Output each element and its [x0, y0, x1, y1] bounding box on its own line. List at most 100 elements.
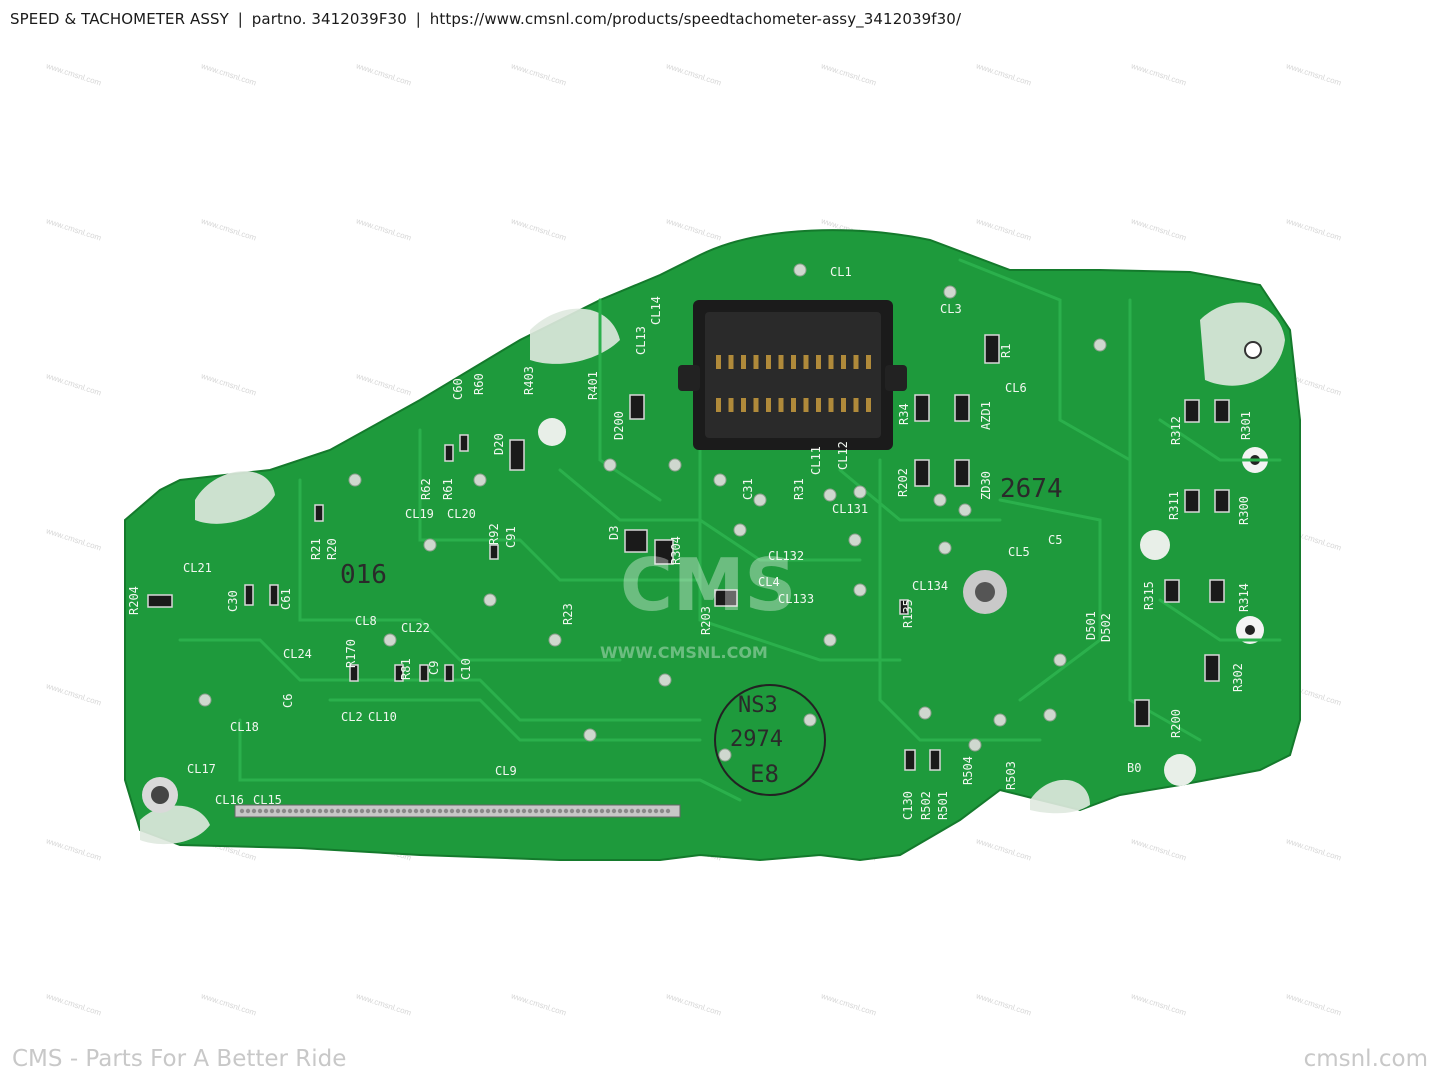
connector-pin: [866, 355, 871, 369]
silkscreen-label: CL4: [758, 575, 780, 589]
pcb-trace: [328, 698, 702, 742]
edge-pin: [653, 808, 659, 814]
edge-pin: [371, 808, 377, 814]
edge-pin: [323, 808, 329, 814]
silkscreen-label: R304: [669, 536, 683, 565]
connector-pin: [766, 355, 771, 369]
caption-url[interactable]: https://www.cmsnl.com/products/speedtach…: [429, 10, 962, 28]
connector-pin: [716, 398, 721, 412]
edge-pin: [545, 808, 551, 814]
via: [993, 713, 1007, 727]
mount-hole: [1164, 754, 1196, 786]
silkscreen-label: R203: [699, 606, 713, 635]
silkscreen-label: CL17: [187, 762, 216, 776]
edge-pin: [443, 808, 449, 814]
pcb-substrate: [124, 229, 1301, 862]
connector-pin: [728, 398, 734, 412]
edge-pin: [281, 808, 287, 814]
via: [823, 633, 837, 647]
silkscreen-label: ZD30: [979, 471, 993, 500]
via: [848, 533, 862, 547]
via: [753, 493, 767, 507]
smd-chip: [714, 589, 738, 607]
edge-pin: [419, 808, 425, 814]
silkscreen-label: R311: [1167, 491, 1181, 520]
silkscreen-label: R501: [936, 791, 950, 820]
pcb-trace: [238, 718, 742, 802]
silkscreen-label: C31: [741, 478, 755, 500]
connector-pin: [828, 398, 834, 412]
silkscreen-label: CL20: [447, 507, 476, 521]
via: [1093, 338, 1107, 352]
edge-pin: [335, 808, 341, 814]
edge-pin: [347, 808, 353, 814]
edge-pin: [341, 808, 347, 814]
silkscreen-label: CL12: [836, 441, 850, 470]
mount-pad: [1030, 779, 1090, 814]
silkscreen-label: B0: [1127, 761, 1141, 775]
silkscreen-label: CL13: [634, 326, 648, 355]
silkscreen-label: R502: [919, 791, 933, 820]
silkscreen-label: C5: [1048, 533, 1062, 547]
edge-pin: [425, 808, 431, 814]
pcb-traces: [178, 258, 1282, 802]
edge-pin: [311, 808, 317, 814]
connector-pin: [741, 355, 746, 369]
edge-pin: [533, 808, 539, 814]
edge-pin: [383, 808, 389, 814]
silkscreen-label: CL133: [778, 592, 814, 606]
caption-title: SPEED & TACHOMETER ASSY: [10, 10, 229, 28]
silkscreen-label: CL3: [940, 302, 962, 316]
via: [548, 633, 562, 647]
silkscreen-label: D3: [607, 526, 621, 540]
edge-pin: [389, 808, 395, 814]
smd-chip: [629, 394, 645, 420]
connector-pin: [816, 398, 821, 412]
smd-chip: [269, 584, 279, 606]
silkscreen-label: R200: [1169, 709, 1183, 738]
via: [483, 593, 497, 607]
edge-pin: [635, 808, 641, 814]
center-watermark-url: WWW.CMSNL.COM: [600, 643, 768, 662]
edge-pin: [473, 808, 479, 814]
connector-pin: [716, 355, 721, 369]
vias: [198, 263, 1107, 762]
edge-pin: [593, 808, 599, 814]
via: [1053, 653, 1067, 667]
via: [803, 713, 817, 727]
silkscreen-label: C9: [427, 661, 441, 675]
connector-pin: [728, 355, 734, 369]
pcb-trace: [418, 428, 702, 582]
edge-connector-strip: [234, 804, 681, 818]
stamp-line-2: 2974: [730, 727, 783, 752]
edge-pin: [605, 808, 611, 814]
edge-pin: [509, 808, 515, 814]
edge-pin: [449, 808, 455, 814]
connector-pin: [866, 398, 871, 412]
edge-pin: [485, 808, 491, 814]
edge-pin: [551, 808, 557, 814]
footer-domain: cmsnl.com: [1303, 1046, 1428, 1072]
smd-chip: [984, 334, 1000, 364]
smd-chip: [914, 459, 930, 487]
smd-chip: [904, 749, 916, 771]
silkscreen-label: CL131: [832, 502, 868, 516]
edge-pin: [365, 808, 371, 814]
silkscreen-label: D502: [1099, 613, 1113, 642]
mount-pad: [195, 471, 275, 524]
pcb-trace: [698, 448, 902, 662]
main-connector: [678, 300, 907, 450]
silkscreen-label: CL8: [355, 614, 377, 628]
silkscreen-label: CL11: [809, 446, 823, 475]
silkscreen-label: R301: [1239, 411, 1253, 440]
silkscreen-label: CL21: [183, 561, 212, 575]
smd-chip: [509, 439, 525, 471]
silkscreen-label: R31: [792, 478, 806, 500]
smd-chip: [394, 664, 404, 682]
via: [943, 285, 957, 299]
silkscreen-label: R300: [1237, 496, 1251, 525]
via: [793, 263, 807, 277]
footer-tagline: CMS - Parts For A Better Ride: [12, 1046, 347, 1072]
edge-pin: [497, 808, 503, 814]
